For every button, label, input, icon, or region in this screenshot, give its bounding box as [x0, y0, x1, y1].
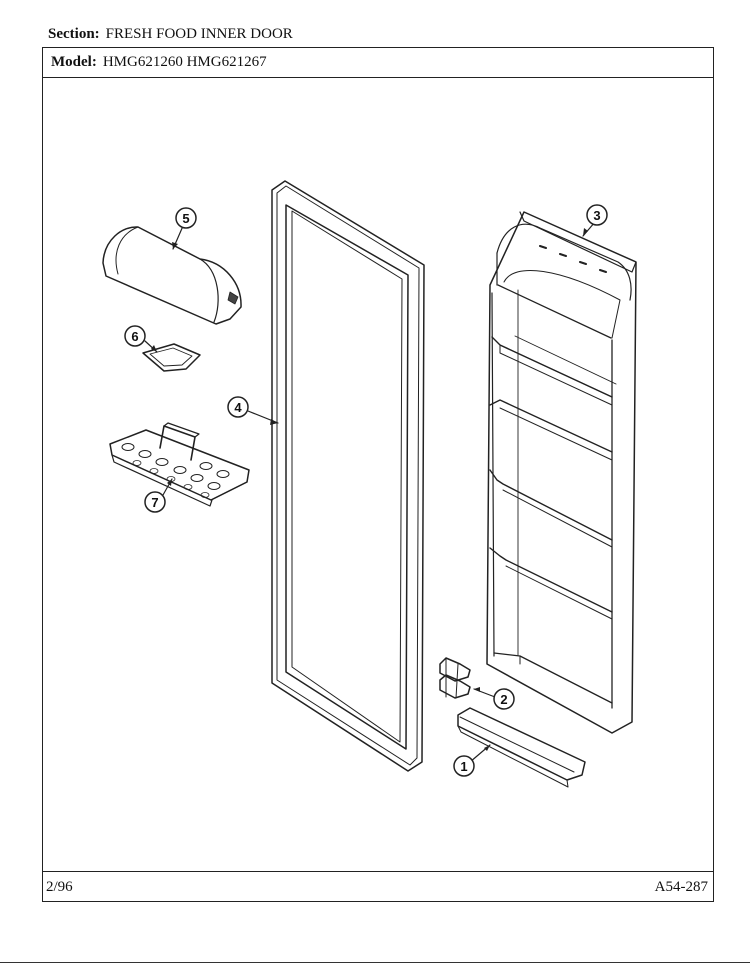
part-door-liner — [486, 211, 637, 734]
leader-arrowheads — [151, 228, 588, 751]
model-line: Model: HMG621260 HMG621267 — [51, 54, 267, 71]
callout-3: 3 — [586, 204, 608, 226]
svg-text:2: 2 — [500, 692, 507, 707]
model-label: Model: — [51, 54, 97, 70]
drawing-number: A54-287 — [654, 879, 708, 895]
model-header: Model: HMG621260 HMG621267 — [43, 48, 713, 78]
svg-text:3: 3 — [593, 208, 600, 223]
page-bottom-rule — [0, 962, 750, 963]
part-egg-tray — [109, 422, 250, 507]
part-clips — [439, 657, 471, 699]
callout-7: 7 — [144, 491, 166, 513]
callout-6: 6 — [124, 325, 146, 347]
section-label: Section: — [48, 26, 100, 42]
svg-text:5: 5 — [182, 211, 189, 226]
section-header: Section: FRESH FOOD INNER DOOR — [48, 26, 293, 43]
part-small-tray — [142, 343, 201, 372]
callout-leaders — [144, 221, 596, 763]
part-door-gasket — [271, 180, 425, 772]
page-date: 2/96 — [46, 879, 73, 895]
svg-text:7: 7 — [151, 495, 158, 510]
callout-5: 5 — [175, 207, 197, 229]
part-dairy-cover — [102, 226, 242, 325]
svg-text:4: 4 — [234, 400, 242, 415]
diagram-frame: Model: HMG621260 HMG621267 2/96 A54-287 — [42, 47, 714, 902]
callout-2: 2 — [493, 688, 515, 710]
svg-text:6: 6 — [131, 329, 138, 344]
svg-text:1: 1 — [460, 759, 467, 774]
model-value: HMG621260 HMG621267 — [102, 54, 267, 70]
callout-1: 1 — [453, 755, 475, 777]
section-value: FRESH FOOD INNER DOOR — [105, 26, 293, 42]
callout-4: 4 — [227, 396, 249, 418]
part-trim-strip — [457, 707, 586, 788]
diagram-footer: 2/96 A54-287 — [43, 871, 713, 901]
